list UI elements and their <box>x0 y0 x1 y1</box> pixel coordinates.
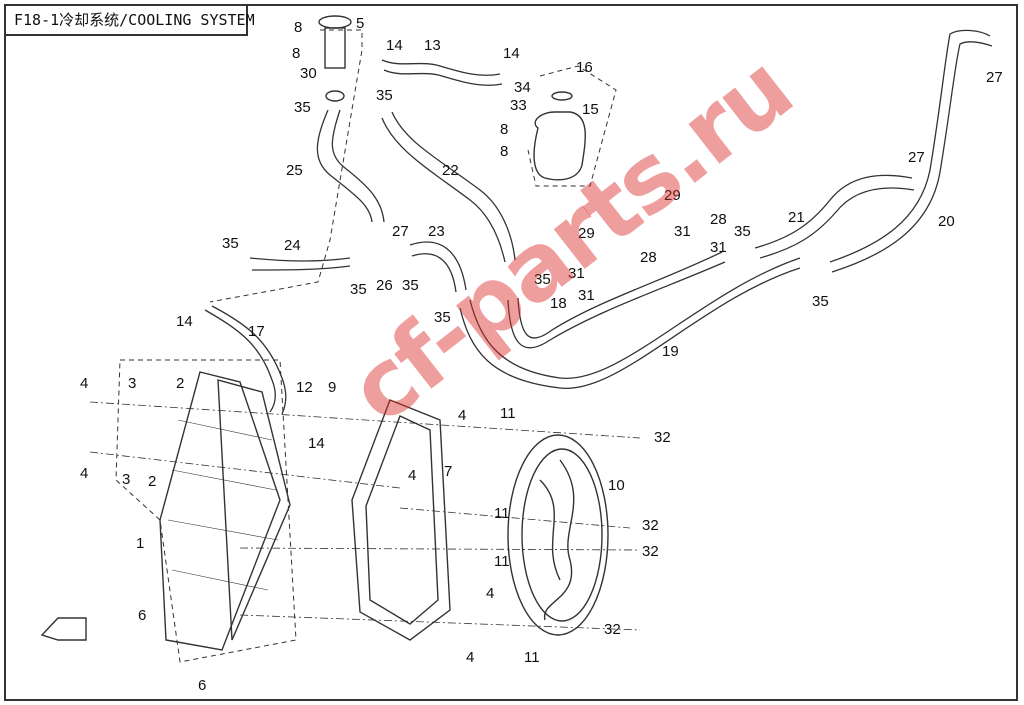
callout-c32b: 32 <box>642 517 659 534</box>
callout-c24: 24 <box>284 237 301 254</box>
callout-c11a: 11 <box>500 405 516 422</box>
callout-c19: 19 <box>662 343 679 360</box>
callout-c4b: 4 <box>80 465 88 482</box>
radiator-cap-assembly <box>318 15 352 102</box>
callout-c4a: 4 <box>80 375 88 392</box>
assembly-lines <box>89 401 641 631</box>
callout-c8a: 8 <box>294 19 302 36</box>
callout-c7: 7 <box>444 463 452 480</box>
callout-c16: 16 <box>576 59 593 76</box>
callout-c4e: 4 <box>486 585 494 602</box>
callout-c35f: 35 <box>434 309 451 326</box>
callout-c27c: 27 <box>986 69 1003 86</box>
callout-c28b: 28 <box>640 249 657 266</box>
callout-c8d: 8 <box>500 143 508 160</box>
callout-c35i: 35 <box>812 293 829 310</box>
callout-c35c: 35 <box>222 235 239 252</box>
callout-c20: 20 <box>938 213 955 230</box>
callout-c25: 25 <box>286 162 303 179</box>
callout-c35a: 35 <box>294 99 311 116</box>
callout-c34: 34 <box>514 79 531 96</box>
callout-c22: 22 <box>442 162 459 179</box>
callout-c13: 13 <box>424 37 441 54</box>
callout-c4f: 4 <box>466 649 474 666</box>
callout-c14b: 14 <box>503 45 520 62</box>
callout-c28a: 28 <box>710 211 727 228</box>
cooling-fan <box>507 434 609 636</box>
callout-c29a: 29 <box>578 225 595 242</box>
callout-c32a: 32 <box>654 429 671 446</box>
callout-c35d: 35 <box>350 281 367 298</box>
callout-c3b: 3 <box>122 471 130 488</box>
callout-c35h: 35 <box>734 223 751 240</box>
callout-c26: 26 <box>376 277 393 294</box>
callout-c2a: 2 <box>176 375 184 392</box>
callout-c31c: 31 <box>710 239 727 256</box>
callout-c4d: 4 <box>408 467 416 484</box>
diagram-title: F18-1冷却系统/COOLING SYSTEM <box>4 4 255 36</box>
callout-c8c: 8 <box>500 121 508 138</box>
fan-shroud <box>351 399 451 641</box>
cap-group-outline <box>115 29 617 663</box>
callout-c30: 30 <box>300 65 317 82</box>
callout-c17: 17 <box>248 323 265 340</box>
callout-c11b: 11 <box>494 505 510 522</box>
reservoir-tank <box>533 91 586 181</box>
callout-c35e: 35 <box>402 277 419 294</box>
callout-c9: 9 <box>328 379 336 396</box>
callout-c4c: 4 <box>458 407 466 424</box>
callout-c14a: 14 <box>386 37 403 54</box>
callout-c21: 21 <box>788 209 805 226</box>
callout-c14c: 14 <box>176 313 193 330</box>
callout-c35g: 35 <box>534 271 551 288</box>
callout-c15: 15 <box>582 101 599 118</box>
callout-c27a: 27 <box>392 223 409 240</box>
radiator-core <box>159 371 291 651</box>
callout-c6a: 6 <box>138 607 146 624</box>
callout-c35b: 35 <box>376 87 393 104</box>
callout-c31a: 31 <box>568 265 585 282</box>
callout-c32c: 32 <box>642 543 659 560</box>
front-arrow-icon <box>40 617 87 641</box>
callout-c27b: 27 <box>908 149 925 166</box>
callout-c1: 1 <box>136 535 144 552</box>
callout-c31b: 31 <box>674 223 691 240</box>
callout-c11d: 11 <box>524 649 540 666</box>
callout-c3a: 3 <box>128 375 136 392</box>
diagram-frame <box>4 4 1018 701</box>
callout-c33: 33 <box>510 97 527 114</box>
callout-c8b: 8 <box>292 45 300 62</box>
callout-c23: 23 <box>428 223 445 240</box>
callout-c2b: 2 <box>148 473 156 490</box>
callout-c32d: 32 <box>604 621 621 638</box>
callout-c14d: 14 <box>308 435 325 452</box>
callout-c6b: 6 <box>198 677 206 694</box>
hoses <box>204 29 993 415</box>
callout-c18: 18 <box>550 295 567 312</box>
callout-c29b: 29 <box>664 187 681 204</box>
callout-c11c: 11 <box>494 553 510 570</box>
callout-c31d: 31 <box>578 287 595 304</box>
callout-c10: 10 <box>608 477 625 494</box>
callout-c5a: 5 <box>356 15 364 32</box>
callout-c12: 12 <box>296 379 313 396</box>
